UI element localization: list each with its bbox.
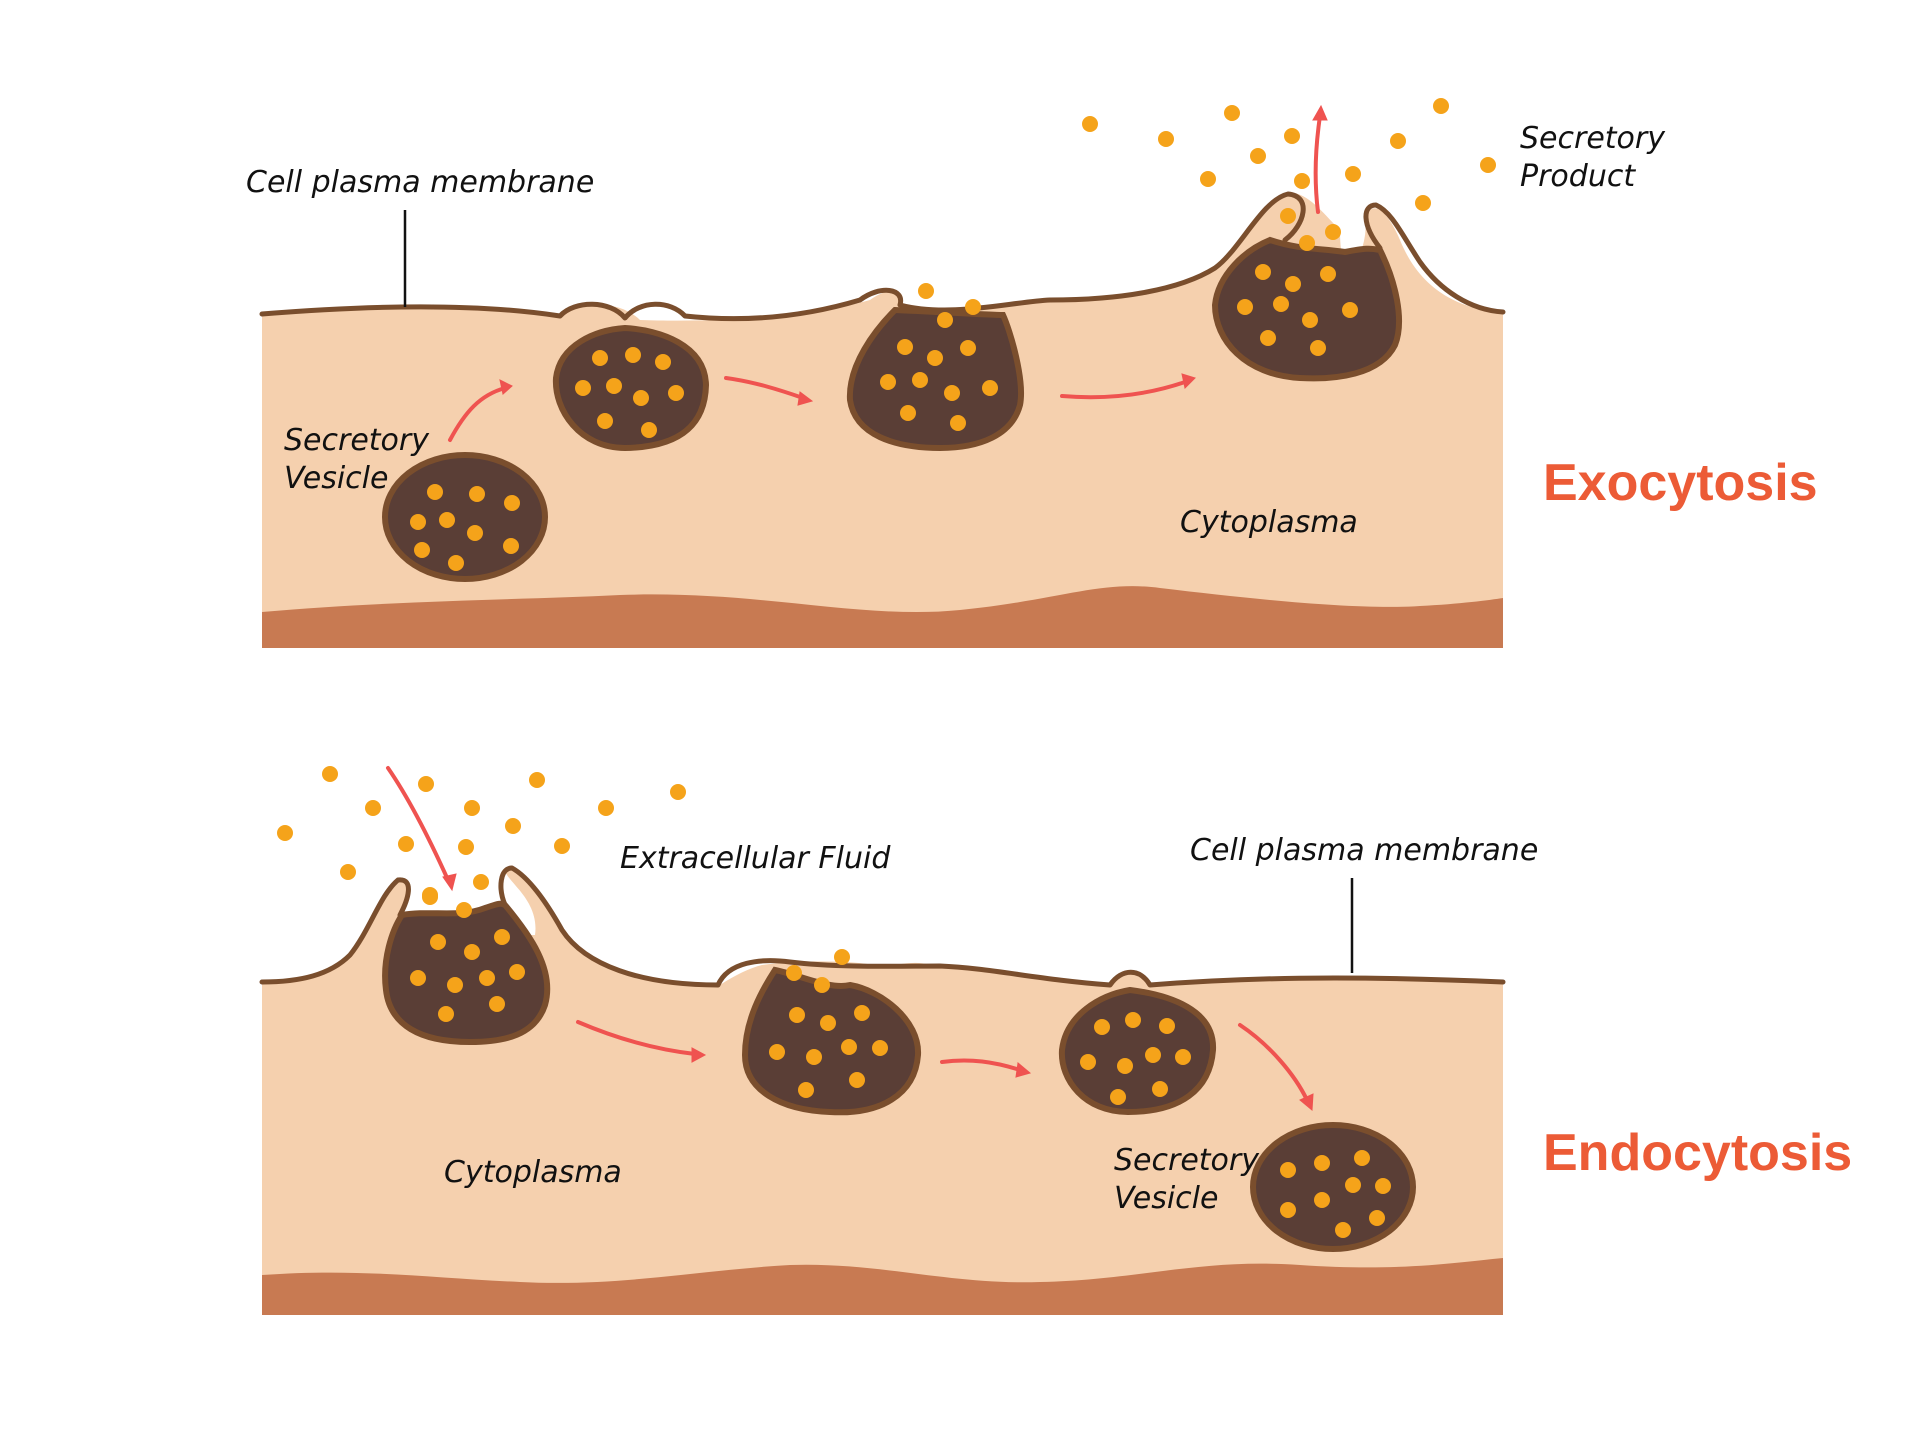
endo-vesicle-1-particles — [410, 929, 525, 1022]
exo-arrow-3 — [1060, 380, 1187, 400]
endo-membrane-line — [259, 877, 411, 985]
exo-secretory-product-particles — [1082, 98, 1496, 251]
endo-vesicle-label-line1: Secretory — [1114, 1143, 1260, 1178]
endo-arrow-2 — [576, 1020, 697, 1056]
endo-vesicle-4-particles — [1280, 1150, 1391, 1238]
exo-vesicle-label-line1: Secretory — [284, 423, 430, 458]
endocytosis-panel: Extracellular Fluid Cell plasma membrane… — [259, 766, 1852, 1315]
endo-floor-band — [262, 1258, 1503, 1315]
endo-vesicle-2-entry — [786, 949, 850, 993]
endo-vesicle-2-particles — [769, 1005, 888, 1098]
endo-arrow-4 — [1238, 1023, 1309, 1102]
endo-extracellular-particles — [277, 766, 686, 905]
exo-arrow-2-head — [797, 391, 814, 406]
exo-arrows — [448, 104, 1328, 442]
exo-arrow-4 — [1313, 114, 1322, 214]
endo-vesicle-3 — [1058, 986, 1217, 1116]
endo-cytoplasm-label: Cytoplasma — [444, 1155, 622, 1190]
exo-vesicle-3-release — [918, 283, 981, 328]
exo-product-label-line1: Secretory — [1520, 121, 1666, 156]
endo-fluid-label: Extracellular Fluid — [620, 841, 891, 876]
exo-arrow-4-head — [1312, 104, 1328, 121]
exo-arrow-1 — [448, 386, 507, 442]
exo-vesicle-1 — [382, 452, 548, 582]
exo-vesicle-3-particles — [880, 339, 998, 431]
exo-arrow-3-head — [1181, 373, 1196, 390]
exocytosis-title: Exocytosis — [1543, 454, 1818, 512]
endocytosis-title: Endocytosis — [1543, 1124, 1852, 1182]
exo-vesicle-3 — [846, 306, 1024, 452]
exo-membrane-label: Cell plasma membrane — [246, 165, 594, 200]
endo-membrane-label: Cell plasma membrane — [1190, 833, 1538, 868]
endo-arrow-2-head — [691, 1047, 707, 1063]
endo-membrane-line-right — [498, 865, 1506, 988]
endo-arrows — [386, 766, 1314, 1112]
exo-arrow-1-head — [499, 379, 513, 395]
endo-arrow-4-head — [1299, 1093, 1314, 1112]
exo-vesicle-label-line2: Vesicle — [284, 461, 388, 496]
endo-vesicle-2 — [741, 966, 922, 1116]
endo-arrow-1-head — [442, 873, 457, 892]
endo-arrow-3 — [940, 1058, 1022, 1072]
exo-product-label-line2: Product — [1520, 159, 1636, 194]
exo-vesicle-1-particles — [410, 484, 520, 571]
exo-membrane-line — [259, 191, 1306, 322]
exo-vesicle-4-particles — [1237, 264, 1358, 356]
exo-floor-band — [262, 586, 1503, 648]
exo-cytoplasm-label: Cytoplasma — [1180, 505, 1358, 540]
exocytosis-panel: Cell plasma membrane Secretory Vesicle S… — [246, 98, 1818, 648]
endo-vesicle-label-line2: Vesicle — [1114, 1181, 1218, 1216]
exo-membrane-line-right — [1363, 202, 1506, 315]
exo-arrow-2 — [724, 376, 805, 400]
exo-vesicle-2-particles — [575, 347, 684, 438]
endo-arrow-1 — [386, 766, 450, 882]
endo-arrow-3-head — [1015, 1062, 1032, 1078]
endo-vesicle-3-particles — [1080, 1012, 1191, 1105]
